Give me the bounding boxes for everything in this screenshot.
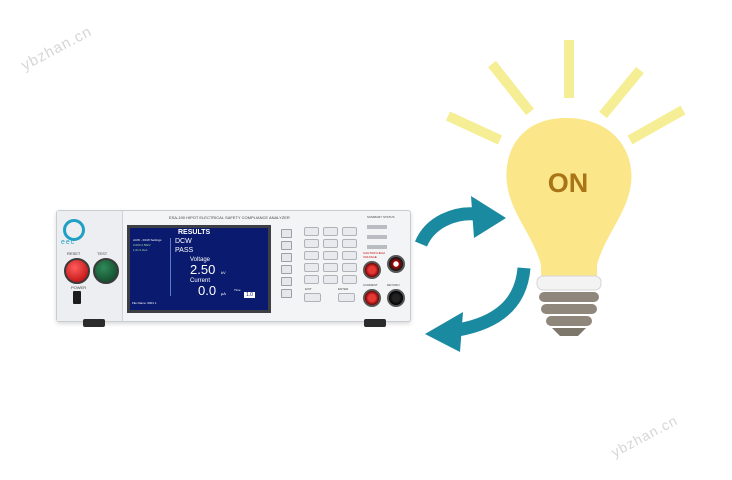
bulb-tip [552,328,586,336]
power-label: POWER [71,285,87,290]
instrument-left-panel: eec RESET TEST POWER [57,211,123,321]
screen-left-list: ACW - DCW Settings 0.000 2.50kV 1.0s 0.0… [132,238,171,296]
bulb-on-label: ON [547,168,589,198]
output-jack[interactable] [387,255,405,273]
keypad-key-6[interactable] [342,239,357,248]
screen-mode: DCW [175,238,192,245]
file-name: File Name: 0001 1 [132,301,157,305]
reset-label: RESET [67,251,81,256]
high-voltage-jack[interactable] [363,261,381,279]
soft-key-2[interactable] [281,241,292,250]
soft-key-5[interactable] [281,277,292,286]
bulb-collar [536,275,602,291]
summary-led-2 [367,235,387,239]
keypad-key-5[interactable] [323,239,338,248]
arrow-to-instrument [456,267,531,337]
bulb-thread-3 [546,316,592,326]
current-label: Current [190,278,211,284]
test-button[interactable] [93,258,119,284]
keypad-key-7[interactable] [304,251,319,260]
keypad-key-8[interactable] [323,251,338,260]
return-jack[interactable] [387,289,405,307]
screen-left-row-1: 0.000 2.50kV [133,243,151,247]
arrow-to-instrument-head [425,312,463,352]
voltage-value: 2.50 [190,262,216,277]
summary-led-3 [367,245,387,249]
time-value: 1.0 [244,292,255,298]
keypad-key-13[interactable] [304,275,319,284]
return-jack-label: RETURN [387,283,400,287]
screen-left-row-0: ACW - DCW Settings [133,238,162,242]
keypad-key-2[interactable] [323,227,338,236]
brand-logo [63,219,85,241]
summary-status-label: SUMMARY STATUS [367,215,395,219]
keypad-key-10[interactable] [304,263,319,272]
keypad-key-12[interactable] [342,263,357,272]
voltage-unit: kV [221,270,226,275]
current-jack-label: CURRENT [363,283,378,287]
current-jack[interactable] [363,289,381,307]
keypad-key-15[interactable] [342,275,357,284]
enter-label: ENTER [338,287,349,291]
screen-left-row-2: 1.0s 0.0uA [133,248,148,252]
power-switch[interactable] [73,291,81,304]
keypad-key-4[interactable] [304,239,319,248]
enter-button[interactable] [338,293,355,302]
keypad-key-11[interactable] [323,263,338,272]
model-line: ESA-190 HIPOT ELECTRICAL SAFETY COMPLIAN… [169,215,290,220]
keypad-key-1[interactable] [304,227,319,236]
keypad-key-14[interactable] [323,275,338,284]
soft-key-6[interactable] [281,289,292,298]
exit-button[interactable] [304,293,321,302]
bulb-rays [445,40,686,145]
current-value: 0.0 [198,283,217,298]
current-unit: µA [221,291,226,296]
instrument-foot-left [83,319,105,327]
bulb-thread-2 [541,304,597,314]
screen-title: RESULTS [178,229,211,236]
reset-button[interactable] [64,258,90,284]
keypad-key-9[interactable] [342,251,357,260]
exit-label: EXIT [305,287,312,291]
safety-analyzer: eec RESET TEST POWER ESA-190 HIPOT ELECT… [56,210,411,327]
caution-label: CAUTION HIGH VOLTAGE [363,251,385,259]
brand-name: eec [61,239,76,246]
time-label: Time [234,288,241,292]
test-label: TEST [97,251,108,256]
lcd-screen: RESULTS ACW - DCW Settings 0.000 2.50kV … [127,225,271,313]
soft-key-4[interactable] [281,265,292,274]
arrow-to-bulb-head [471,196,506,238]
bulb-glass [506,118,632,276]
bulb-thread-1 [539,292,599,302]
screen-status: PASS [175,247,194,254]
soft-key-1[interactable] [281,229,292,238]
soft-key-3[interactable] [281,253,292,262]
arrow-to-bulb [414,207,477,247]
voltage-label: Voltage [190,257,211,263]
keypad-key-3[interactable] [342,227,357,236]
summary-led-1 [367,225,387,229]
instrument-foot-right [364,319,386,327]
